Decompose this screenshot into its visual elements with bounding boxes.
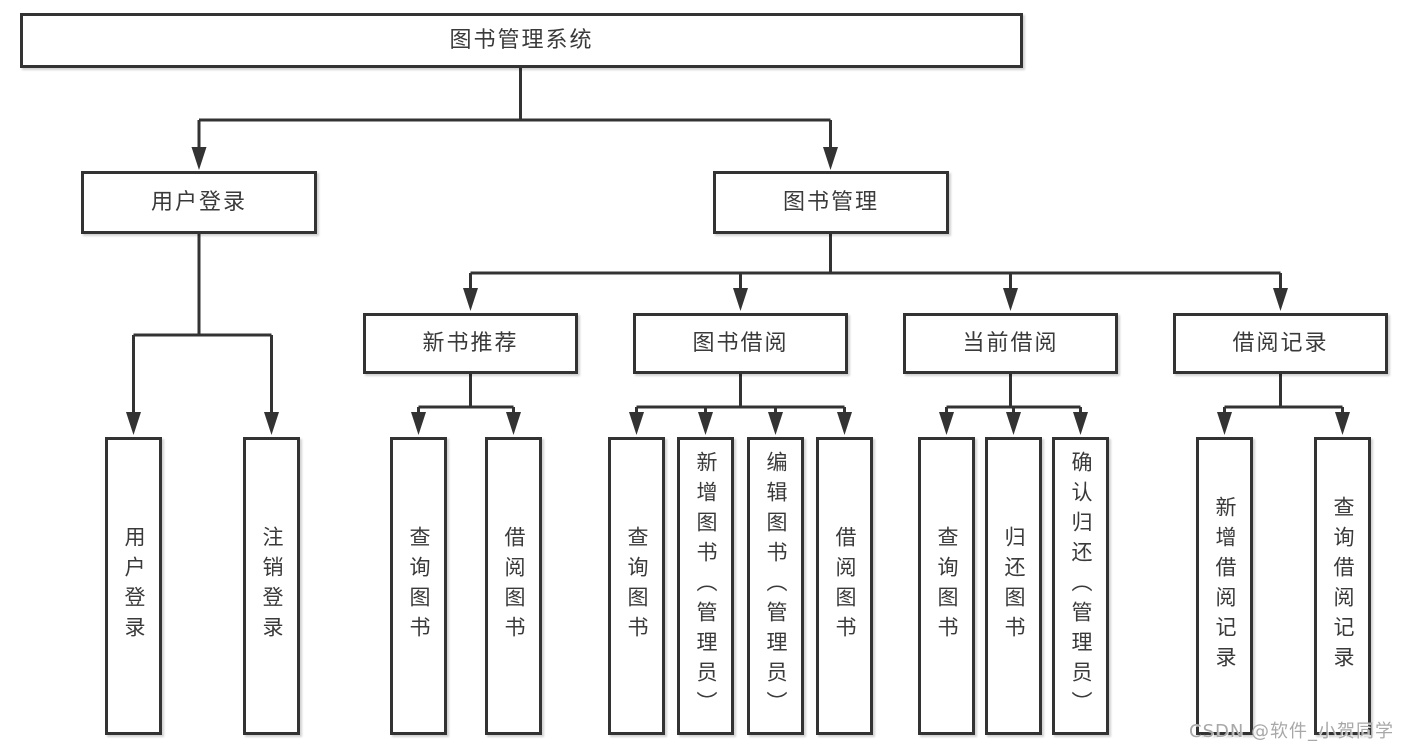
- leaf-current-query-book: 查询图书: [918, 437, 975, 735]
- node-label: 注销登录: [260, 526, 284, 646]
- node-label: 用户登录: [122, 526, 146, 646]
- connector-root-to-level2: [191, 68, 838, 170]
- csdn-watermark: CSDN @软件_小贺同学: [1189, 721, 1395, 742]
- node-label: 归还图书: [1002, 526, 1026, 646]
- node-label: 新增图书（管理员）: [694, 451, 718, 721]
- leaf-login-logout: 注销登录: [243, 437, 300, 735]
- node-label: 查询图书: [935, 526, 959, 646]
- connector-borrow-to-leaves: [629, 374, 852, 435]
- node-label: 查询图书: [407, 526, 431, 646]
- connector-login-to-leaves: [126, 234, 279, 435]
- connector-management-to-level3: [463, 234, 1288, 311]
- leaf-borrow-edit-book-admin: 编辑图书（管理员）: [747, 437, 804, 735]
- node-label: 用户登录: [150, 189, 247, 215]
- node-user-login: 用户登录: [81, 171, 317, 234]
- leaf-recommend-query-book: 查询图书: [390, 437, 447, 735]
- connector-records-to-leaves: [1217, 374, 1350, 435]
- node-book-borrowing: 图书借阅: [633, 313, 848, 374]
- node-current-borrowing: 当前借阅: [903, 313, 1118, 374]
- leaf-current-return-book: 归还图书: [985, 437, 1042, 735]
- leaf-login-user-login: 用户登录: [105, 437, 162, 735]
- leaf-current-confirm-return-admin: 确认归还（管理员）: [1052, 437, 1109, 735]
- node-label: 编辑图书（管理员）: [764, 451, 788, 721]
- node-label: 借阅图书: [833, 526, 857, 646]
- node-new-book-recommend: 新书推荐: [363, 313, 578, 374]
- node-label: 新书推荐: [422, 330, 519, 356]
- connector-recommend-to-leaves: [411, 374, 521, 435]
- node-label: 借阅记录: [1232, 330, 1329, 356]
- node-label: 借阅图书: [502, 526, 526, 646]
- node-label: 查询借阅记录: [1331, 496, 1355, 676]
- leaf-borrow-query-book: 查询图书: [608, 437, 665, 735]
- node-label: 图书管理: [782, 189, 879, 215]
- connector-current-to-leaves: [939, 374, 1088, 435]
- leaf-recommend-borrow-book: 借阅图书: [485, 437, 542, 735]
- node-label: 确认归还（管理员）: [1069, 451, 1093, 721]
- node-label: 图书管理系统: [449, 27, 594, 53]
- leaf-borrow-add-book-admin: 新增图书（管理员）: [677, 437, 734, 735]
- node-book-management: 图书管理: [713, 171, 949, 234]
- node-label: 当前借阅: [962, 330, 1059, 356]
- node-borrowing-records: 借阅记录: [1173, 313, 1388, 374]
- leaf-borrow-borrow-book: 借阅图书: [816, 437, 873, 735]
- node-label: 查询图书: [625, 526, 649, 646]
- node-root-library-system: 图书管理系统: [20, 13, 1023, 68]
- node-label: 新增借阅记录: [1213, 496, 1237, 676]
- leaf-records-query-record: 查询借阅记录: [1314, 437, 1371, 735]
- node-label: 图书借阅: [692, 330, 789, 356]
- leaf-records-add-record: 新增借阅记录: [1196, 437, 1253, 735]
